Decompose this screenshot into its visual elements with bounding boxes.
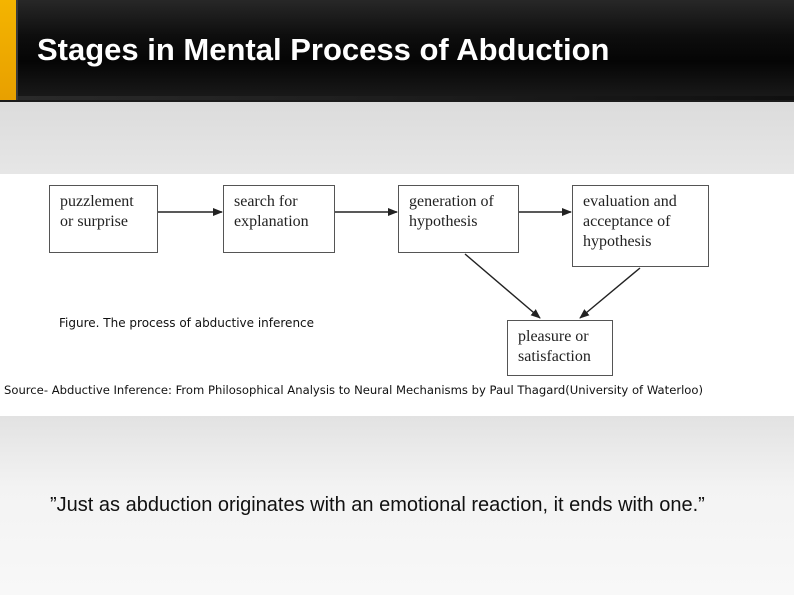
slide-quote: ”Just as abduction originates with an em…: [50, 494, 705, 516]
node-line: satisfaction: [518, 348, 591, 365]
node-puzzlement: puzzlement or surprise: [49, 185, 158, 253]
header-underline: [18, 96, 794, 100]
header-gloss: [0, 0, 794, 36]
node-line: hypothesis: [583, 233, 652, 250]
slide-title: Stages in Mental Process of Abduction: [37, 32, 610, 67]
node-line: or surprise: [60, 213, 128, 230]
node-line: generation of: [409, 193, 494, 210]
accent-line: [16, 0, 18, 100]
node-generation-hypothesis: generation of hypothesis: [398, 185, 519, 253]
node-line: hypothesis: [409, 213, 478, 230]
node-line: explanation: [234, 213, 309, 230]
slide-header: Stages in Mental Process of Abduction: [0, 0, 794, 102]
top-band: [0, 102, 794, 174]
node-evaluation-acceptance: evaluation and acceptance of hypothesis: [572, 185, 709, 267]
node-line: acceptance of: [583, 213, 671, 230]
accent-bar: [0, 0, 16, 100]
figure-caption: Figure. The process of abductive inferen…: [59, 316, 315, 330]
figure-source: Source- Abductive Inference: From Philos…: [4, 383, 704, 397]
node-line: evaluation and: [583, 193, 677, 210]
node-line: puzzlement: [60, 193, 134, 210]
node-pleasure-satisfaction: pleasure or satisfaction: [507, 320, 613, 376]
node-search-explanation: search for explanation: [223, 185, 335, 253]
node-line: pleasure or: [518, 328, 589, 345]
node-line: search for: [234, 193, 298, 210]
bottom-band: [0, 416, 794, 595]
